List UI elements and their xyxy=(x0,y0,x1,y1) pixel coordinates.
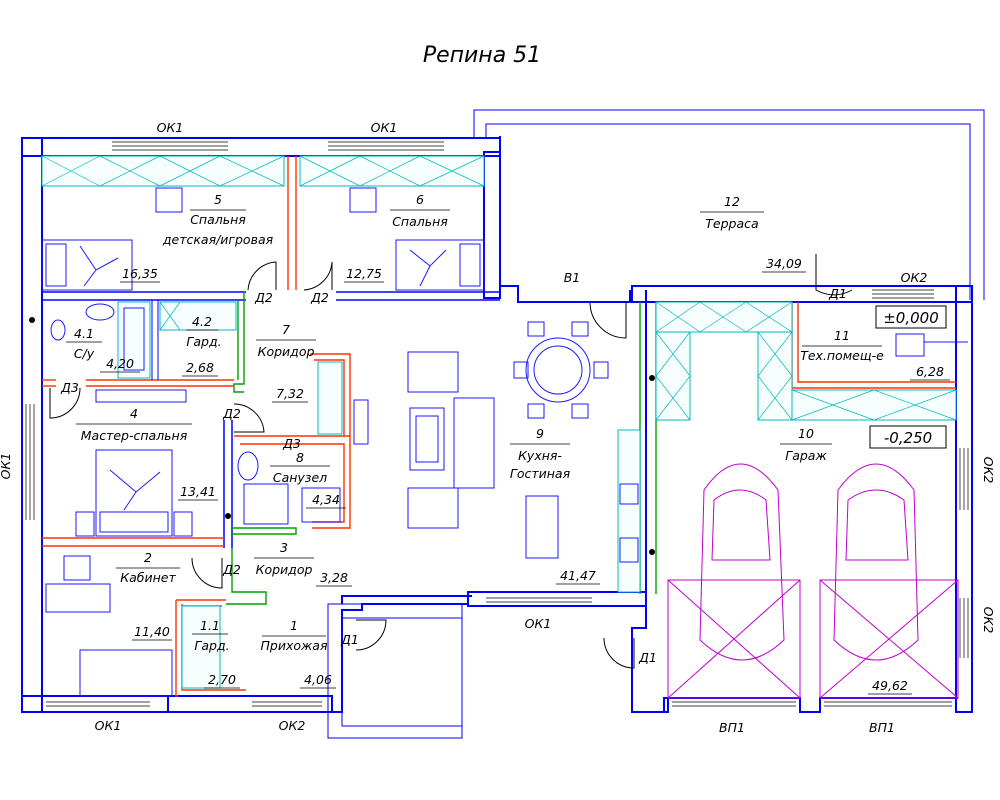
window-label: ОК2 xyxy=(981,457,996,484)
room-name: Гостиная xyxy=(510,466,571,481)
room-number: 8 xyxy=(296,450,304,465)
door-label: Д1 xyxy=(638,650,657,665)
room-area: 13,41 xyxy=(180,484,216,499)
door-label: Д1 xyxy=(828,286,847,301)
garage-cars xyxy=(667,463,959,699)
window-label: ОК2 xyxy=(901,270,928,285)
window-label: ОК1 xyxy=(95,718,122,733)
window-label: ОК1 xyxy=(0,453,13,480)
room-name: Кабинет xyxy=(120,570,176,585)
window-label: ОК2 xyxy=(981,607,996,634)
window-label: ОК1 xyxy=(525,616,552,631)
car-2 xyxy=(833,463,919,661)
room-area: 6,28 xyxy=(916,364,944,379)
level-garage: -0,250 xyxy=(884,429,932,447)
room-name: Тех.помещ-е xyxy=(800,348,884,363)
door-label: Д3 xyxy=(60,380,79,395)
room-number: 4 xyxy=(130,406,138,421)
room-area: 49,62 xyxy=(872,678,908,693)
room-number: 4.2 xyxy=(192,314,212,329)
door-label: В1 xyxy=(564,270,581,285)
room-area: 3,28 xyxy=(320,570,348,585)
room-name: Спальня xyxy=(392,214,448,229)
room-area: 4,34 xyxy=(312,492,340,507)
room-name: С/у xyxy=(74,346,95,361)
door-label: Д2 xyxy=(310,290,329,305)
room-name: Санузел xyxy=(273,470,327,485)
window-label: ОК1 xyxy=(157,120,184,135)
room-name: детская/игровая xyxy=(162,232,274,247)
room-number: 5 xyxy=(214,192,222,207)
room-area: 4,20 xyxy=(106,356,134,371)
window-label: ОК2 xyxy=(279,718,306,733)
level-zero: ±0,000 xyxy=(883,309,939,327)
room-number: 7 xyxy=(282,322,290,337)
room-name: Мастер-спальня xyxy=(81,428,188,443)
room-name: Гараж xyxy=(785,448,827,463)
plan-title: Репина 51 xyxy=(423,43,541,68)
level-marks: ±0,000 -0,250 xyxy=(869,305,947,449)
markers xyxy=(29,317,655,555)
room-name: Спальня xyxy=(190,212,246,227)
windows xyxy=(25,141,969,707)
window-labels: ОК1 ОК1 ОК1 ОК2 ОК1 ОК2 ОК1 ОК2 ОК2 ВП1 … xyxy=(0,120,996,735)
room-labels: 5 Спальня детская/игровая 16,35 6 Спальн… xyxy=(66,192,950,695)
room-number: 4.1 xyxy=(74,326,94,341)
room-area: 2,68 xyxy=(186,360,214,375)
room-area: 34,09 xyxy=(766,256,802,271)
room-number: 11 xyxy=(834,328,850,343)
room-number: 1 xyxy=(290,618,298,633)
room-area: 16,35 xyxy=(122,266,158,281)
room-number: 10 xyxy=(798,426,814,441)
room-name: Кухня- xyxy=(518,448,562,463)
room-name: Гард. xyxy=(186,334,221,349)
room-number: 3 xyxy=(280,540,288,555)
furniture xyxy=(41,155,968,697)
car-1 xyxy=(699,463,785,661)
room-area: 11,40 xyxy=(134,624,170,639)
room-area: 7,32 xyxy=(276,386,304,401)
room-area: 4,06 xyxy=(304,672,332,687)
door-labels: Д2 Д2 Д2 Д3 Д3 Д2 Д1 В1 Д1 Д1 xyxy=(60,270,847,665)
window-label: ОК1 xyxy=(371,120,398,135)
room-name: Коридор xyxy=(256,562,313,577)
room-name: Коридор xyxy=(258,344,315,359)
door-label: Д2 xyxy=(222,562,241,577)
room-number: 2 xyxy=(144,550,152,565)
room-number: 6 xyxy=(416,192,424,207)
room-area: 2,70 xyxy=(208,672,236,687)
room-number: 1.1 xyxy=(200,618,220,633)
door-label: Д2 xyxy=(254,290,273,305)
room-area: 41,47 xyxy=(560,568,596,583)
room-name: Прихожая xyxy=(261,638,328,653)
door-label: Д1 xyxy=(340,632,359,647)
garage-door-label: ВП1 xyxy=(719,720,745,735)
room-number: 12 xyxy=(724,194,740,209)
garage-door-label: ВП1 xyxy=(869,720,895,735)
room-number: 9 xyxy=(536,426,544,441)
room-name: Гард. xyxy=(194,638,229,653)
door-swings xyxy=(49,254,853,669)
door-label: Д2 xyxy=(222,406,241,421)
door-label: Д3 xyxy=(282,436,301,451)
room-area: 12,75 xyxy=(346,266,382,281)
room-name: Терраса xyxy=(705,216,758,231)
